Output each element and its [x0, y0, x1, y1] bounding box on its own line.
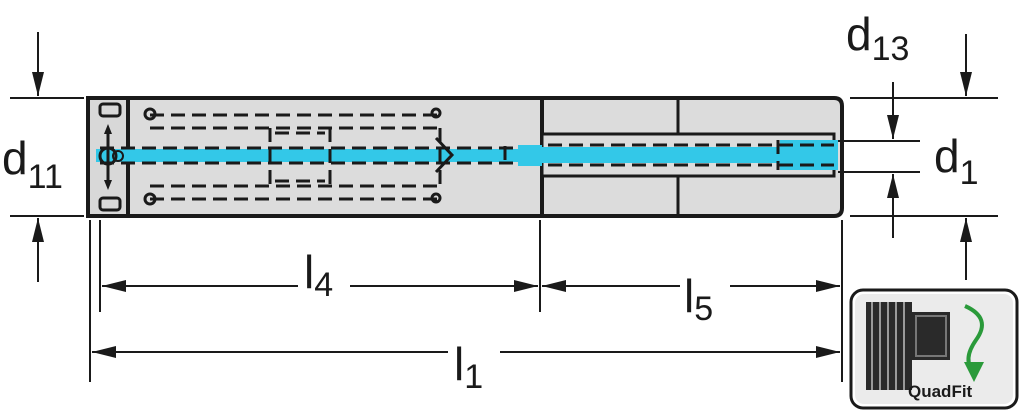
- label-d13: d13: [846, 8, 909, 68]
- svg-text:d11: d11: [2, 132, 63, 196]
- label-l1: l1: [454, 338, 483, 396]
- svg-text:l4: l4: [304, 246, 333, 304]
- svg-text:l5: l5: [684, 270, 713, 328]
- quadfit-connector-icon: [866, 302, 984, 390]
- quadfit-badge: QuadFit: [849, 288, 1019, 410]
- head-detail: [98, 102, 124, 212]
- svg-text:d1: d1: [934, 130, 979, 192]
- label-l4: l4: [304, 246, 333, 304]
- pilot-tip: [143, 107, 455, 206]
- svg-text:l1: l1: [454, 338, 483, 396]
- label-l5: l5: [684, 270, 713, 328]
- svg-text:d13: d13: [846, 8, 909, 68]
- dimension-arrows: [32, 32, 972, 358]
- quadfit-label: QuadFit: [908, 382, 973, 401]
- hidden-lines: [100, 113, 834, 201]
- label-d11: d11: [2, 132, 63, 196]
- extension-lines: [10, 97, 998, 382]
- label-d1: d1: [934, 130, 979, 192]
